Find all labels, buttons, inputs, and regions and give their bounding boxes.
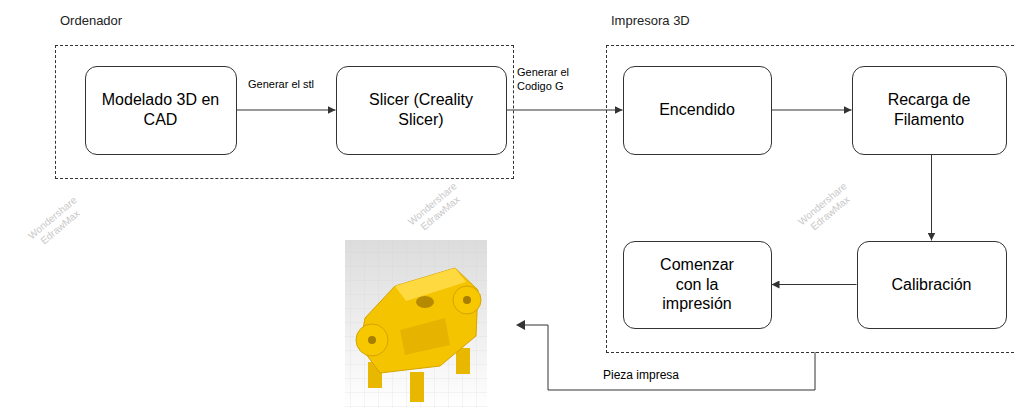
group-region: Impresora 3DEncendidoRecarga de Filament… xyxy=(606,45,1016,353)
support-foot xyxy=(410,372,424,402)
part-hole xyxy=(368,336,376,344)
process-box: Slicer (Creality Slicer) xyxy=(336,66,507,155)
part-body xyxy=(360,268,478,373)
box-label: Slicer (Creality Slicer) xyxy=(346,90,496,129)
output-label: Pieza impresa xyxy=(603,368,679,382)
output-line xyxy=(523,325,815,390)
box-label: Calibración xyxy=(891,275,971,295)
watermark: Wondershare EdrawMax xyxy=(792,177,861,240)
flow-arrow xyxy=(772,110,852,111)
render-background xyxy=(345,240,487,408)
part-hole xyxy=(463,296,471,304)
flow-arrow xyxy=(772,284,857,285)
process-box: Calibración xyxy=(857,241,1007,329)
watermark: Wondershare EdrawMax xyxy=(402,177,471,240)
box-label: Modelado 3D en CAD xyxy=(96,90,226,129)
box-label: Comenzar con la impresión xyxy=(647,255,747,314)
edge-label: Generar el stl xyxy=(247,78,329,92)
printed-part-render xyxy=(345,240,487,408)
region-heading: Impresora 3D xyxy=(611,13,690,28)
watermark: Wondershare EdrawMax xyxy=(22,191,91,254)
support-foot xyxy=(456,348,470,374)
part-lug xyxy=(356,324,388,356)
part-side-face xyxy=(400,318,450,355)
group-region: OrdenadorModelado 3D en CADSlicer (Creal… xyxy=(55,45,514,179)
region-heading: Ordenador xyxy=(60,13,122,28)
part-slot xyxy=(416,296,434,308)
process-box: Recarga de Filamento xyxy=(852,66,1007,155)
flow-arrow xyxy=(931,155,932,241)
output-arrowhead xyxy=(516,320,525,330)
part-lug xyxy=(453,286,481,314)
process-box: Comenzar con la impresión xyxy=(623,241,772,329)
process-box: Modelado 3D en CAD xyxy=(85,66,237,155)
process-box: Encendido xyxy=(623,66,772,155)
flow-arrow xyxy=(237,110,336,111)
build-plate-grid xyxy=(345,240,487,408)
output-leader xyxy=(516,320,815,390)
box-label: Encendido xyxy=(659,100,735,120)
box-label: Recarga de Filamento xyxy=(863,90,995,129)
edge-label: Generar el Codigo G xyxy=(516,66,590,94)
